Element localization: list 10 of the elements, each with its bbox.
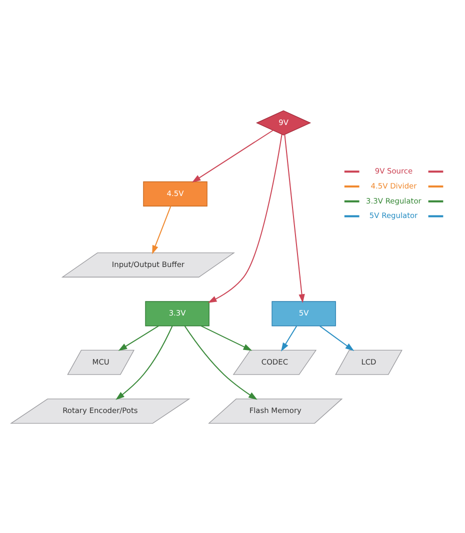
arrow bbox=[184, 325, 258, 400]
arrow bbox=[200, 324, 252, 350]
arrow bbox=[320, 325, 354, 351]
arrow bbox=[281, 325, 298, 351]
arrow bbox=[118, 325, 159, 350]
arrow bbox=[208, 134, 282, 302]
arrow bbox=[116, 325, 173, 400]
arrow bbox=[192, 129, 274, 182]
arrow bbox=[152, 205, 172, 254]
arrow bbox=[284, 134, 305, 303]
